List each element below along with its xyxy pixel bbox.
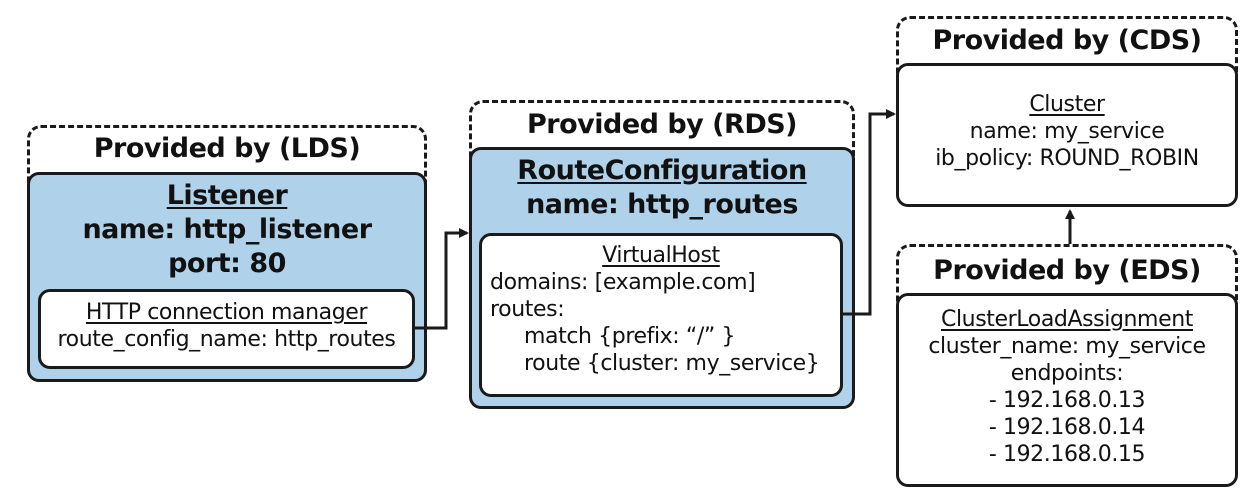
cluster-load-assignment-box: ClusterLoadAssignment cluster_name: my_s… — [896, 293, 1238, 487]
listener-title: Listener — [166, 180, 288, 211]
virtual-host-routes: routes: — [490, 297, 565, 322]
route-config-name: route_config_name: http_routes — [57, 327, 396, 352]
cluster-load-assignment-title: ClusterLoadAssignment — [941, 307, 1193, 332]
http-connection-manager-title: HTTP connection manager — [85, 300, 368, 325]
virtual-host-domains: domains: [example.com] — [490, 270, 756, 295]
endpoint-item: - 192.168.0.14 — [988, 415, 1146, 440]
route-configuration-name: name: http_routes — [526, 189, 798, 220]
cluster-load-assignment-endpoints-label: endpoints: — [1010, 361, 1124, 386]
cluster-load-assignment-cluster-name: cluster_name: my_service — [928, 334, 1206, 359]
arrow-virtual-host-to-cluster — [843, 109, 896, 316]
cluster-lb-policy: ib_policy: ROUND_ROBIN — [935, 146, 1199, 171]
rds-provider-header: Provided by (RDS) — [526, 109, 798, 140]
route-configuration-title: RouteConfiguration — [517, 155, 807, 186]
lds-provider-header: Provided by (LDS) — [93, 133, 361, 164]
arrow-hcm-to-route-configuration — [415, 228, 469, 330]
cluster-name: name: my_service — [969, 119, 1165, 144]
cds-provider-header: Provided by (CDS) — [932, 25, 1202, 56]
cluster-title: Cluster — [1029, 92, 1105, 117]
endpoint-item: - 192.168.0.15 — [988, 442, 1146, 467]
cluster-box: Cluster name: my_service ib_policy: ROUN… — [896, 63, 1238, 207]
endpoint-item: - 192.168.0.13 — [988, 388, 1146, 413]
virtual-host-title: VirtualHost — [602, 243, 720, 268]
listener-port: port: 80 — [168, 248, 286, 279]
listener-name: name: http_listener — [82, 214, 372, 245]
route-cluster: route {cluster: my_service} — [524, 351, 820, 376]
route-match: match {prefix: “/” } — [524, 324, 736, 349]
virtual-host-box: VirtualHost domains: [example.com] route… — [479, 233, 843, 397]
eds-provider-header: Provided by (EDS) — [933, 255, 1201, 286]
http-connection-manager-box: HTTP connection manager route_config_nam… — [38, 289, 415, 369]
